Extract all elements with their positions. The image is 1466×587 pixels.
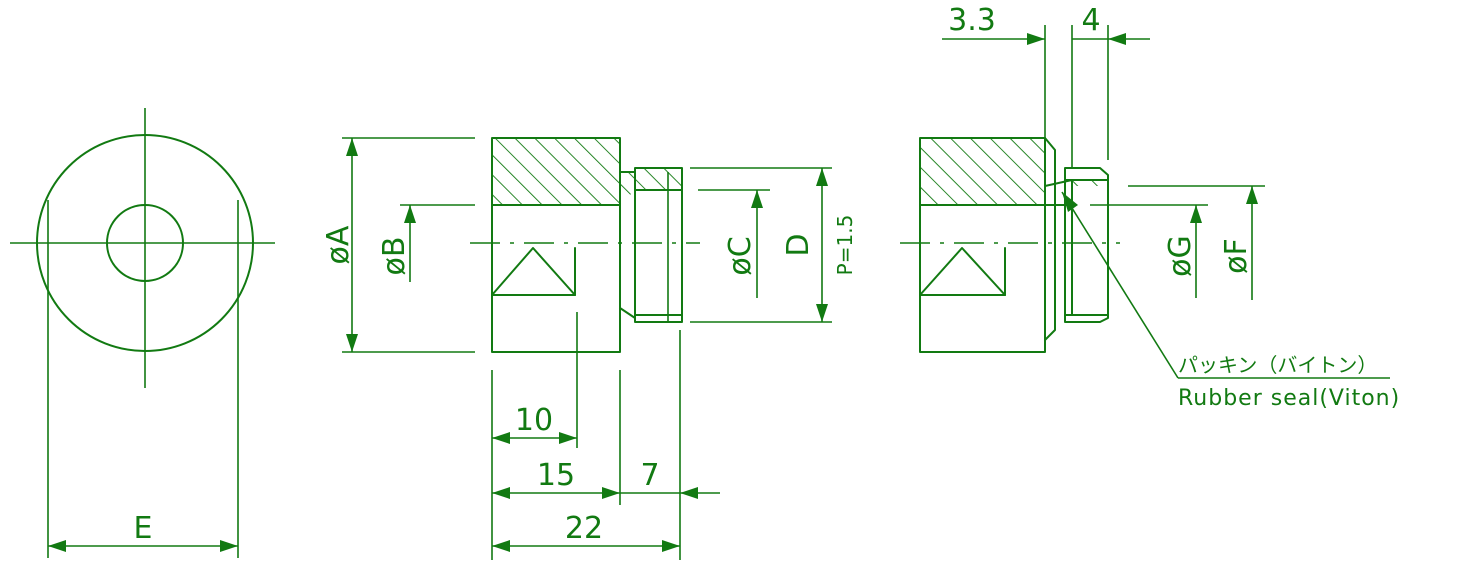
side-view: øA øB øC D P=1.5 10 15 <box>321 137 857 560</box>
f-arrow <box>1246 186 1258 204</box>
seal-english-label: Rubber seal(Viton) <box>1178 386 1400 411</box>
seal-japanese-label: パッキン（バイトン） <box>1178 353 1377 377</box>
dim-15-arrow-left <box>492 487 510 499</box>
dim-4-arrow <box>1108 33 1126 45</box>
dim-3-3-label: 3.3 <box>948 3 996 38</box>
front-view: E <box>10 108 275 558</box>
f-label: øF <box>1219 238 1254 274</box>
stub-outline <box>619 171 683 323</box>
dim-10-arrow-right <box>559 432 577 444</box>
e-label: E <box>134 511 153 546</box>
section-cone <box>919 247 1006 296</box>
dim-7-label: 7 <box>640 458 659 493</box>
dim-7-arrow <box>680 487 698 499</box>
g-label: øG <box>1163 235 1198 277</box>
b-label: øB <box>377 237 412 276</box>
d-arrow-bottom <box>816 304 828 322</box>
section-hatch <box>920 138 1045 205</box>
a-label: øA <box>321 225 356 264</box>
dim-22-arrow-right <box>662 540 680 552</box>
seal-leader-arrow <box>1062 192 1078 212</box>
c-arrow <box>751 190 763 208</box>
dim-10-arrow-left <box>492 432 510 444</box>
dim-15-arrow-right <box>602 487 620 499</box>
dim-10-label: 10 <box>515 403 553 438</box>
dim-4-label: 4 <box>1081 3 1100 38</box>
section-shoulder <box>1044 137 1056 341</box>
drill-cone <box>491 247 576 296</box>
dim-22-label: 22 <box>565 511 603 546</box>
section-view: 3.3 4 øG øF パッキン（バイトン） Rubber seal(Viton… <box>900 3 1400 411</box>
b-arrow <box>404 205 416 223</box>
section-stub <box>1064 167 1109 323</box>
dim-22-arrow-left <box>492 540 510 552</box>
d-label: D <box>781 233 816 256</box>
c-label: øC <box>723 236 758 275</box>
g-arrow <box>1190 205 1202 223</box>
e-arrow-right <box>220 540 238 552</box>
seal-leader <box>1061 191 1179 379</box>
dim-15-label: 15 <box>537 458 575 493</box>
section-body <box>919 137 1046 353</box>
e-arrow-left <box>48 540 66 552</box>
pitch-label: P=1.5 <box>833 215 857 276</box>
a-arrow-top <box>346 138 358 156</box>
d-arrow-top <box>816 168 828 186</box>
seal-lip <box>1072 180 1100 186</box>
dim-3-3-arrow <box>1027 33 1045 45</box>
a-arrow-bottom <box>346 334 358 352</box>
body-hatch <box>492 138 682 205</box>
